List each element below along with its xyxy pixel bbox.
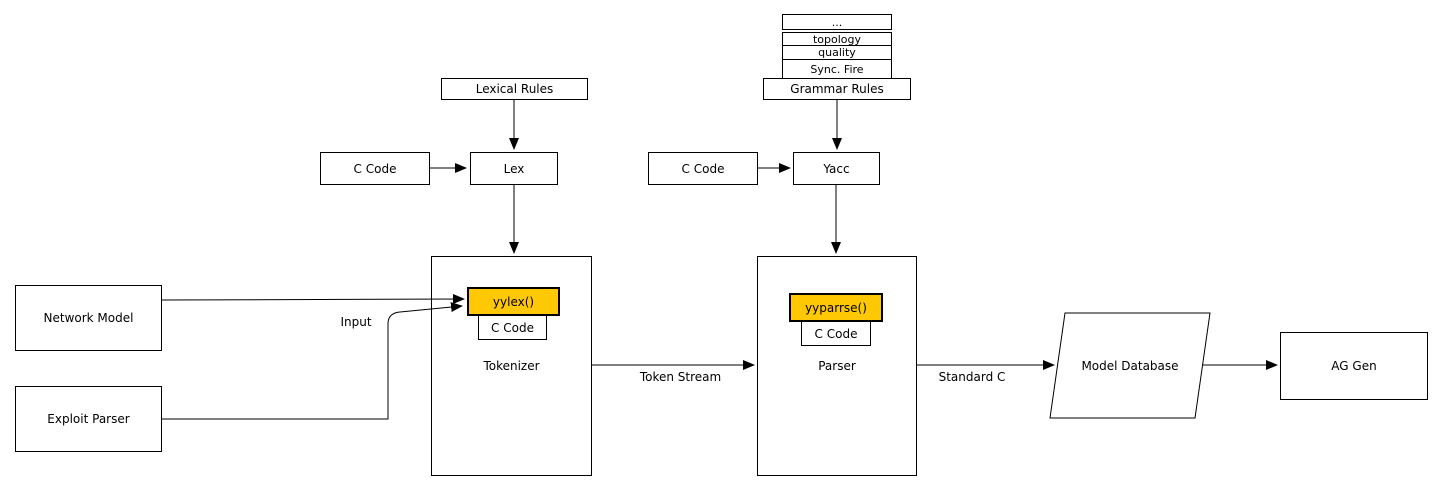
- network-model-box: Network Model: [15, 285, 162, 351]
- exploit-parser-box: Exploit Parser: [15, 386, 162, 452]
- ag-gen-box: AG Gen: [1280, 332, 1428, 400]
- yylex-c-code-box: C Code: [478, 315, 547, 340]
- c-code-yacc-input-box: C Code: [648, 152, 758, 185]
- input-edge-label: Input: [340, 315, 372, 329]
- yyparrse-c-code-box: C Code: [801, 321, 871, 346]
- model-database-label: Model Database: [1081, 358, 1179, 373]
- stack-row-topology: topology: [782, 32, 892, 46]
- standard-c-edge-label: Standard C: [938, 370, 1006, 384]
- edge-network-model-to-yylex: [161, 294, 465, 305]
- yyparrse-function-box: yyparrse(): [789, 293, 883, 322]
- yacc-box: Yacc: [793, 152, 880, 185]
- lex-box: Lex: [470, 152, 558, 185]
- grammar-rules-box: Grammar Rules: [763, 78, 911, 100]
- parser-box: Parser: [757, 256, 917, 476]
- lexical-rules-box: Lexical Rules: [441, 78, 588, 100]
- token-stream-edge-label: Token Stream: [639, 370, 722, 384]
- stack-row-quality: quality: [782, 45, 892, 60]
- stack-row-sync-fire: Sync. Fire: [782, 59, 892, 79]
- c-code-lex-input-box: C Code: [320, 152, 430, 185]
- yylex-function-box: yylex(): [467, 287, 560, 316]
- edge-exploit-parser-to-yylex: [162, 302, 463, 420]
- stack-row-ellipsis: ...: [782, 14, 892, 30]
